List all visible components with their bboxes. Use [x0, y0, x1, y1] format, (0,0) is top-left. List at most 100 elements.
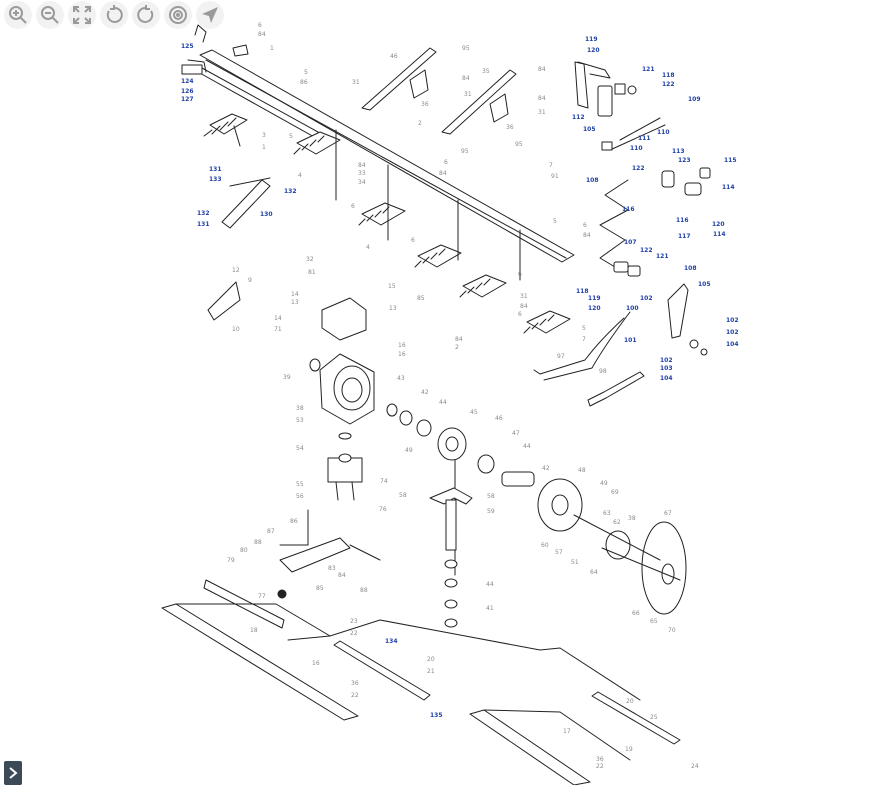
part-callout: 16	[398, 351, 406, 358]
part-callout: 118	[662, 72, 675, 79]
part-callout: 42	[542, 465, 550, 472]
part-callout: 116	[676, 217, 689, 224]
part-callout: 66	[632, 610, 640, 617]
part-callout: 76	[379, 506, 387, 513]
part-callout: 107	[624, 239, 637, 246]
part-callout: 53	[296, 417, 304, 424]
part-callout: 59	[487, 508, 495, 515]
part-callout: 111	[638, 135, 651, 142]
part-callout: 85	[316, 585, 324, 592]
part-callout: 20	[427, 656, 435, 663]
part-callout: 63	[603, 510, 611, 517]
part-callout: 69	[611, 489, 619, 496]
knife-drive-arm	[203, 537, 351, 629]
part-callout: 57	[555, 549, 563, 556]
part-callout: 84	[462, 75, 470, 82]
part-callout: 114	[722, 184, 735, 191]
part-callout: 121	[642, 66, 655, 73]
part-callout: 5	[582, 325, 586, 332]
part-callout: 38	[628, 515, 636, 522]
part-callout: 60	[541, 542, 549, 549]
part-callout: 12	[232, 267, 240, 274]
part-callout: 131	[209, 166, 222, 173]
part-callout: 132	[197, 210, 210, 217]
part-callout: 21	[427, 668, 435, 675]
part-callout: 55	[296, 481, 304, 488]
part-callout: 88	[254, 539, 262, 546]
part-callout: 95	[515, 141, 523, 148]
navigate-button[interactable]	[196, 1, 224, 29]
part-callout: 1	[270, 45, 274, 52]
part-callout: 44	[523, 443, 531, 450]
part-callout: 7	[582, 336, 586, 343]
part-callout: 49	[405, 447, 413, 454]
part-callout: 64	[590, 569, 598, 576]
part-callout: 102	[660, 357, 673, 364]
part-callout: 4	[298, 172, 302, 179]
rotate-left-button[interactable]	[100, 1, 128, 29]
part-callout: 134	[385, 638, 398, 645]
zoom-in-button[interactable]	[4, 1, 32, 29]
part-callout: 102	[726, 317, 739, 324]
knife-guard-cluster-2	[293, 131, 341, 155]
part-callout: 86	[290, 518, 298, 525]
part-callout: 54	[296, 445, 304, 452]
part-callout: 32	[306, 256, 314, 263]
part-callout: 126	[181, 88, 194, 95]
part-callout: 108	[586, 177, 599, 184]
part-callout: 5	[289, 133, 293, 140]
part-callout: 122	[632, 165, 645, 172]
part-callout: 34	[358, 179, 366, 186]
part-callout: 95	[461, 148, 469, 155]
part-callout: 4	[366, 244, 370, 251]
part-callout: 10	[232, 326, 240, 333]
part-callout: 35	[482, 68, 490, 75]
part-callout: 2	[418, 120, 422, 127]
part-callout: 31	[464, 91, 472, 98]
part-callout: 91	[551, 173, 559, 180]
part-callout: 74	[380, 478, 388, 485]
part-callout: 36	[421, 101, 429, 108]
part-callout: 132	[284, 188, 297, 195]
part-callout: 104	[726, 341, 739, 348]
part-callout: 119	[588, 295, 601, 302]
part-callout: 77	[258, 593, 266, 600]
part-callout: 6	[258, 22, 262, 29]
part-callout: 122	[640, 247, 653, 254]
expand-panel-button[interactable]	[4, 761, 22, 785]
part-callout: 101	[624, 337, 637, 344]
part-callout: 18	[250, 627, 258, 634]
part-callout: 84	[538, 95, 546, 102]
drive-arm-assembly	[533, 261, 708, 407]
zoom-out-button[interactable]	[36, 1, 64, 29]
part-callout: 95	[462, 45, 470, 52]
part-callout: 43	[397, 375, 405, 382]
part-callout: 41	[486, 605, 494, 612]
part-callout: 102	[726, 329, 739, 336]
part-callout: 109	[688, 96, 701, 103]
part-callout: 117	[678, 233, 691, 240]
part-callout: 31	[352, 79, 360, 86]
part-callout: 84	[520, 303, 528, 310]
part-callout: 22	[351, 692, 359, 699]
rotate-right-button[interactable]	[132, 1, 160, 29]
part-callout: 87	[267, 528, 275, 535]
part-callout: 84	[439, 170, 447, 177]
target-button[interactable]	[164, 1, 192, 29]
part-callout: 46	[495, 415, 503, 422]
part-callout: 6	[444, 159, 448, 166]
rotate-left-icon	[106, 5, 123, 23]
left-end-bracket	[181, 24, 249, 75]
part-callout: 81	[308, 269, 316, 276]
fit-screen-button[interactable]	[68, 1, 96, 29]
part-callout: 115	[724, 157, 737, 164]
part-callout: 1	[262, 144, 266, 151]
part-callout: 36	[596, 756, 604, 763]
wobble-arm-assembly	[574, 61, 711, 196]
navigate-icon	[202, 7, 218, 23]
part-callout: 112	[572, 114, 585, 121]
part-callout: 110	[657, 129, 670, 136]
part-callout: 125	[181, 43, 194, 50]
